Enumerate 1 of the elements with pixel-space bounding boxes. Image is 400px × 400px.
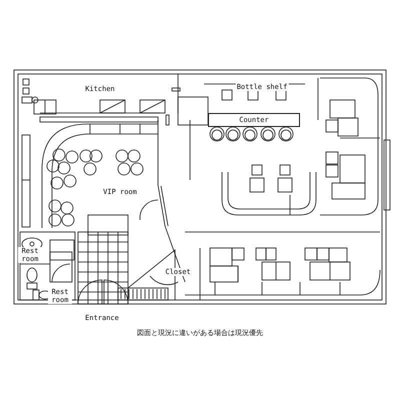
counter-box bbox=[208, 113, 300, 127]
